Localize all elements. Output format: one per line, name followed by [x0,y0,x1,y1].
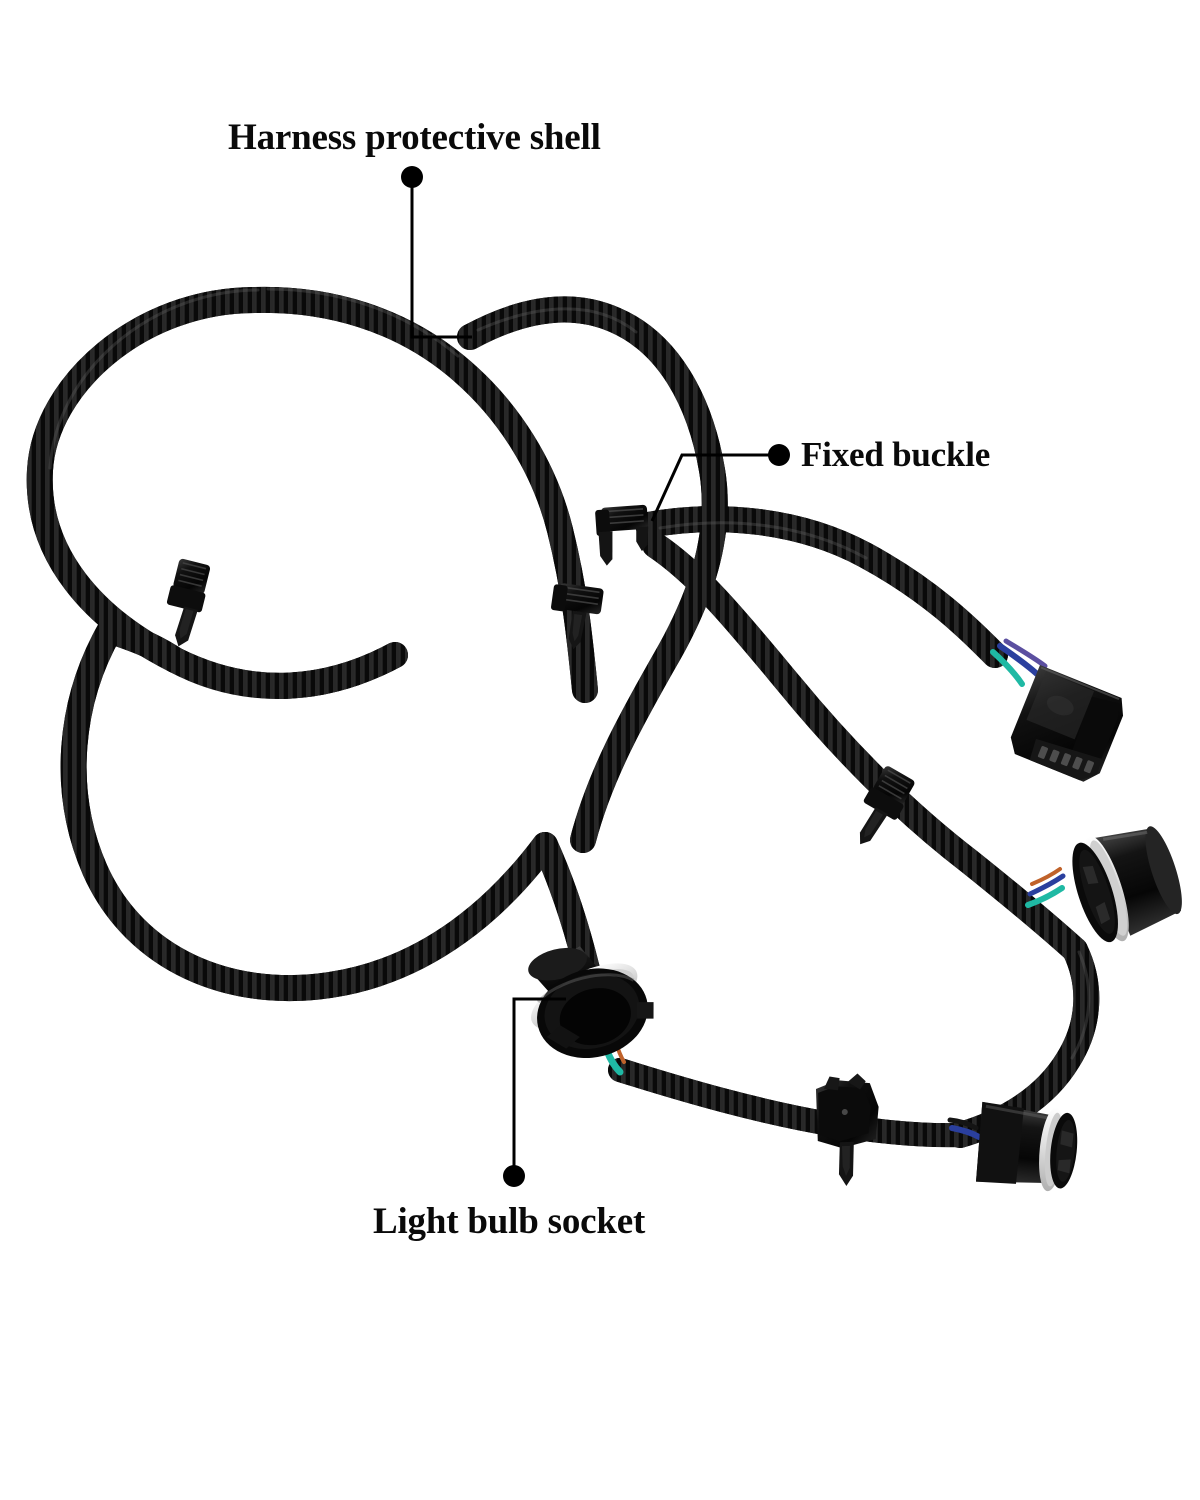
callout-dots [401,166,790,1187]
light-bulb-socket-right [1072,826,1182,943]
callout-label-light-bulb-socket: Light bulb socket [373,1201,646,1242]
callout-leaders [410,177,770,1168]
fixed-buckle-right [859,766,915,845]
fixed-buckle-left [166,558,211,647]
fixed-buckle-main [595,504,649,566]
leader-light-bulb-socket [512,997,566,1168]
leader-harness-protective-shell [410,177,472,339]
callout-label-harness-protective-shell: Harness protective shell [228,117,601,158]
light-bulb-socket-bottom [975,1101,1078,1192]
callout-dot-light-bulb-socket [503,1165,525,1187]
fixed-buckle-bottom [815,1073,879,1186]
light-bulb-socket-left [528,946,654,1059]
callout-label-fixed-buckle: Fixed buckle [801,435,991,474]
main-connector [1010,665,1124,782]
callout-dot-harness-protective-shell [401,166,423,188]
exposed-wires [596,638,1066,1140]
callout-dot-fixed-buckle [768,444,790,466]
fixed-buckle-junction [551,583,604,650]
leader-fixed-buckle [650,453,770,522]
